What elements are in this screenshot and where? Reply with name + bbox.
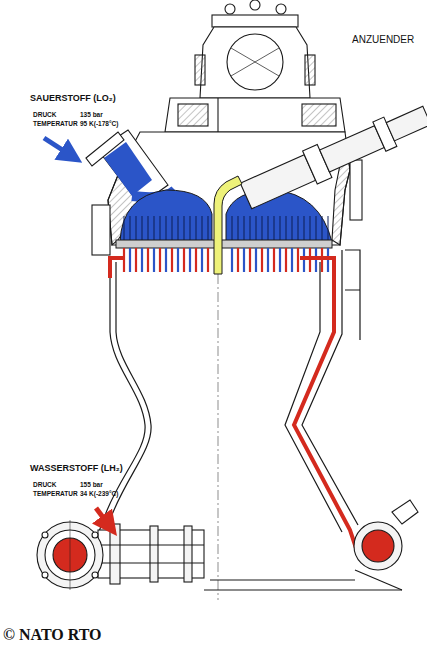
pressure-value: 135 bar (80, 111, 103, 118)
injector-post (172, 216, 173, 240)
injector-post (268, 216, 269, 240)
injector-post (298, 216, 299, 240)
injector-element (231, 248, 233, 272)
injector-element (249, 248, 251, 272)
injector-post (160, 216, 161, 240)
part-name: ANZUENDER (352, 34, 414, 45)
temperature-value: 95 K(-178°C) (80, 120, 118, 127)
injector-post (244, 216, 245, 240)
injector-post (136, 216, 137, 240)
injector-element (285, 248, 287, 272)
injector-element (267, 248, 269, 272)
injector-post (262, 216, 263, 240)
injector-post (250, 216, 251, 240)
injector-element (297, 248, 299, 272)
injector-element (279, 248, 281, 272)
injector-post (274, 216, 275, 240)
injector-post (256, 216, 257, 240)
pressure-label: DRUCK (33, 111, 56, 118)
injector-element (129, 248, 131, 272)
injector-post (190, 216, 191, 240)
injector-element (273, 248, 275, 272)
injector-post (322, 216, 323, 240)
injector-post (292, 216, 293, 240)
injector-post (232, 216, 233, 240)
injector-post (178, 216, 179, 240)
injector-post (184, 216, 185, 240)
lh2-arrow (96, 508, 114, 532)
injector-element (261, 248, 263, 272)
injector-post (310, 216, 311, 240)
injector-element (201, 248, 203, 272)
inlet-title: SAUERSTOFF (LO₂) (30, 94, 116, 104)
injector-post (166, 216, 167, 240)
injector-element (171, 248, 173, 272)
injector-element (147, 248, 149, 272)
injector-post (208, 216, 209, 240)
pressure-value: 155 bar (80, 481, 103, 488)
injector-post (124, 216, 125, 240)
injector-post (154, 216, 155, 240)
injector-post (280, 216, 281, 240)
injector-post (316, 216, 317, 240)
temperature-value: 34 K(-239°C) (80, 490, 118, 497)
temperature-label: TEMPERATUR (33, 490, 78, 497)
injector-element (195, 248, 197, 272)
injector-element (177, 248, 179, 272)
injector-element (153, 248, 155, 272)
injector-element (183, 248, 185, 272)
inlet-title: WASSERSTOFF (LH₂) (30, 464, 123, 474)
injector-post (196, 216, 197, 240)
injector-element (243, 248, 245, 272)
injector-post (286, 216, 287, 240)
injector-post (202, 216, 203, 240)
pressure-label: DRUCK (33, 481, 56, 488)
injector-post (328, 216, 329, 240)
injector-element (165, 248, 167, 272)
injector-element (291, 248, 293, 272)
injector-post (130, 216, 131, 240)
injector-post (148, 216, 149, 240)
lox-arrow (44, 138, 78, 160)
injector-post (238, 216, 239, 240)
copyright-notice: © NATO RTO (3, 626, 102, 644)
injector-element (255, 248, 257, 272)
injector-element (141, 248, 143, 272)
injector-element (237, 248, 239, 272)
injector-post (142, 216, 143, 240)
injector-element (207, 248, 209, 272)
injector-element (189, 248, 191, 272)
injector-element (135, 248, 137, 272)
injector-element (159, 248, 161, 272)
injector-post (304, 216, 305, 240)
temperature-label: TEMPERATUR (33, 120, 78, 127)
